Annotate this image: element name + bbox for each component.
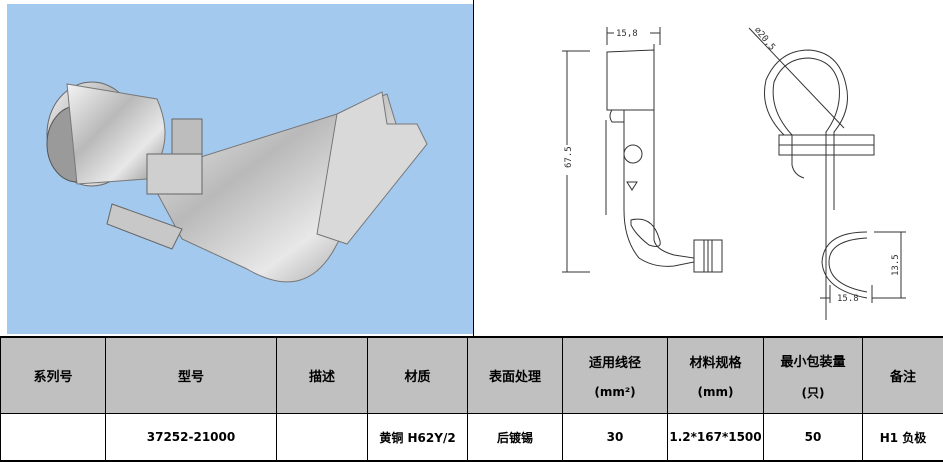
dim-diameter: ⌀20,5 <box>752 26 777 53</box>
header-material-spec-unit: (mm) <box>697 385 734 399</box>
header-min-pack-label: 最小包装量 <box>780 354 846 370</box>
header-min-pack-unit: (只) <box>801 385 825 400</box>
header-surface: 表面处理 <box>467 336 563 414</box>
header-model: 型号 <box>105 336 277 414</box>
technical-drawing: 15,8 67.5 ⌀20,5 13.5 15.8 <box>474 0 943 336</box>
cell-series <box>0 413 106 462</box>
header-series: 系列号 <box>0 336 106 414</box>
header-material-spec-label: 材料规格 <box>689 356 742 371</box>
product-photo <box>7 4 473 334</box>
cell-material-spec: 1.2*167*1500 <box>667 413 764 462</box>
header-min-pack: 最小包装量 (只) <box>763 336 863 414</box>
dim-height: 67.5 <box>564 146 574 168</box>
header-remark: 备注 <box>862 336 943 414</box>
header-description: 描述 <box>276 336 368 414</box>
header-wire-size-unit: (mm²) <box>594 385 636 399</box>
cell-min-pack: 50 <box>763 413 863 462</box>
cell-model: 37252-21000 <box>105 413 277 462</box>
dim-bottom-width: 15.8 <box>837 294 859 304</box>
header-wire-size: 适用线径 (mm²) <box>562 336 668 414</box>
cell-wire-size: 30 <box>562 413 668 462</box>
cell-surface: 后镀锡 <box>467 413 563 462</box>
dim-top-width: 15,8 <box>616 29 638 39</box>
cell-remark: H1 负极 <box>862 413 943 462</box>
panel-divider <box>473 0 474 336</box>
header-wire-size-label: 适用线径 <box>588 356 641 371</box>
cell-material: 黄铜 H62Y/2 <box>367 413 468 462</box>
header-material: 材质 <box>367 336 468 414</box>
cell-description <box>276 413 368 462</box>
dim-terminal-height: 13.5 <box>891 254 901 276</box>
table-header-row: 系列号 型号 描述 材质 表面处理 适用线径 (mm²) 材料规格 (mm) 最小包… <box>0 336 943 414</box>
table-row: 37252-21000 黄铜 H62Y/2 后镀锡 30 1.2*167*150… <box>0 413 943 462</box>
spec-table: 系列号 型号 描述 材质 表面处理 适用线径 (mm²) 材料规格 (mm) 最小包… <box>0 336 943 462</box>
header-material-spec: 材料规格 (mm) <box>667 336 764 414</box>
